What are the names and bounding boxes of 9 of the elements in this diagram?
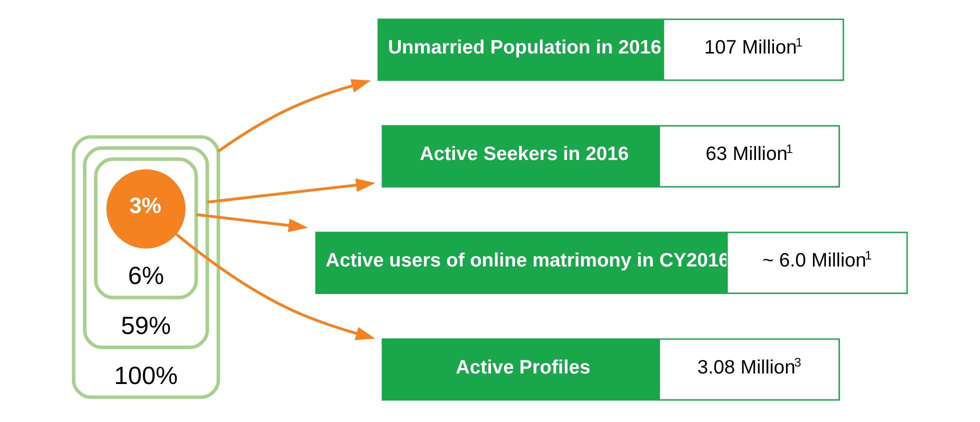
node-label: 3.08 Million$^{3}$ xyxy=(697,355,802,378)
arrow xyxy=(196,213,308,232)
arrow xyxy=(207,178,376,204)
node-label: 63 Million$^{1}$ xyxy=(706,142,793,166)
node-circle: 3% xyxy=(106,169,186,248)
node-label: 107 Million$^{1}$ xyxy=(704,35,803,58)
arrow xyxy=(176,233,376,340)
node-label: ~ 6.0 Million$^{1}$ xyxy=(762,248,872,272)
arrow xyxy=(218,79,371,152)
